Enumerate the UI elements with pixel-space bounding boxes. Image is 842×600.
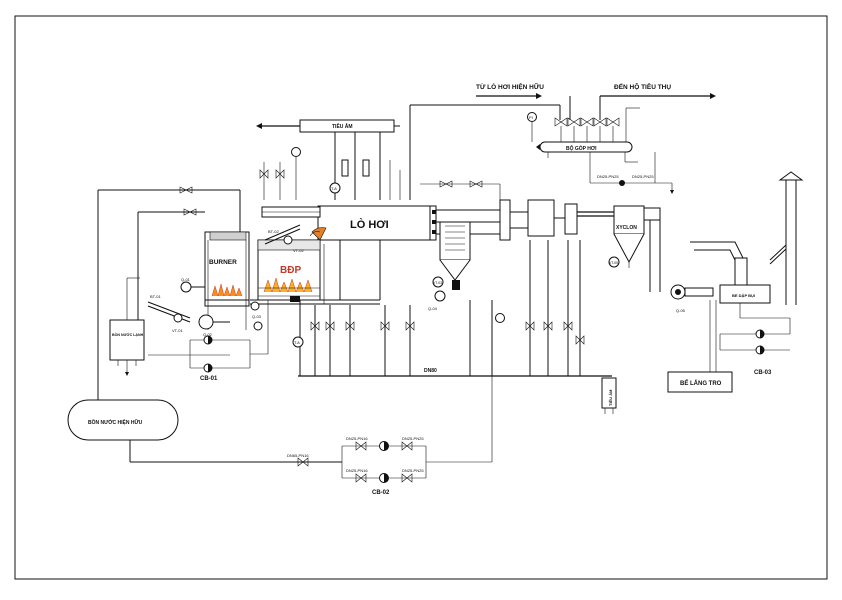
label-valve-dn25: DN25-PN16 bbox=[346, 468, 368, 473]
feeder-vt03-icon bbox=[432, 276, 444, 288]
label-valve-dn25: DN25-PN25 bbox=[632, 174, 654, 179]
label-from-existing-boiler: TỪ LÒ HƠI HIỆN HỮU bbox=[476, 82, 544, 91]
pressure-gauge: PI bbox=[527, 112, 537, 142]
label-q04: Q-04 bbox=[428, 306, 438, 311]
label-q05: Q-05 bbox=[676, 308, 686, 313]
feeder-area: BT-02 VT-02 Q-03 bbox=[250, 224, 304, 331]
steam-header: BỘ GÓP HƠI bbox=[536, 141, 638, 163]
induced-draft-fan: Q-05 bbox=[670, 284, 714, 313]
boiler: LÒ HƠI bbox=[261, 205, 500, 304]
ash-settling-tank: BỂ LẮNG TRO bbox=[667, 371, 733, 393]
bdp-firebox: BĐP bbox=[250, 239, 380, 305]
steam-lines-top: TỪ LÒ HƠI HIỆN HỮU ĐẾN HỘ TIÊU THỤ bbox=[409, 81, 716, 200]
label-ash-settling-tank: BỂ LẮNG TRO bbox=[680, 379, 722, 387]
label-existing-water-tank: BỒN NƯỚC HIỆN HỮU bbox=[88, 418, 143, 426]
fan-q02-icon bbox=[198, 314, 214, 330]
drawing-border bbox=[14, 15, 828, 580]
label-valve-dn25: DN25-PN25 bbox=[402, 436, 424, 441]
label-dn65: DN65-PN16 bbox=[287, 453, 309, 458]
label-q01: Q-01 bbox=[181, 277, 191, 282]
label-cb02: CB-02 bbox=[372, 490, 390, 496]
feed-water-loop bbox=[97, 186, 241, 400]
label-bt01: BT-01 bbox=[150, 294, 161, 299]
label-cb03: CB-03 bbox=[754, 370, 772, 376]
main-header: DN80 T.A bbox=[292, 240, 612, 377]
valve bbox=[606, 117, 620, 127]
temperature-indicator bbox=[292, 336, 304, 348]
label-cold-water-tank: BỒN NƯỚC LẠNH bbox=[112, 332, 144, 337]
valve bbox=[554, 117, 568, 127]
pump-set-cb01: CB-01 bbox=[148, 300, 269, 382]
burner-furnace: BURNER bbox=[204, 231, 250, 330]
valve bbox=[593, 117, 607, 127]
label-valve-dn25: DN25-PN25 bbox=[402, 468, 424, 473]
label-silencer-top: TIÊU ÂM bbox=[332, 122, 353, 130]
fan-q04-icon bbox=[434, 290, 446, 302]
feeder-vt05-icon bbox=[608, 256, 620, 268]
label-q02: Q-02 bbox=[203, 332, 213, 337]
label-silencer-right: TIÊU ÂM bbox=[608, 389, 613, 406]
pump-set-cb02: DN25-PN16 DN25-PN25 DN25-PN16 DN25-PN25 … bbox=[341, 376, 493, 496]
steam-header-valves bbox=[554, 107, 640, 142]
label-ta: T.A bbox=[331, 186, 337, 191]
feeder-vt01-icon bbox=[173, 313, 183, 323]
flue-gas-duct bbox=[420, 180, 615, 241]
label-burner: BURNER bbox=[209, 259, 237, 266]
label-valve-dn25: DN25-PN16 bbox=[346, 436, 368, 441]
label-q03: Q-03 bbox=[252, 314, 262, 319]
boiler-top-instruments: T.A bbox=[259, 147, 401, 200]
silencer-right: TIÊU ÂM bbox=[601, 377, 617, 414]
label-bt02: BT-02 bbox=[268, 229, 279, 234]
cold-water-tank: BỒN NƯỚC LẠNH bbox=[109, 277, 145, 376]
label-to-consumer: ĐẾN HỘ TIÊU THỤ bbox=[614, 81, 671, 91]
steam-trap-icon bbox=[619, 180, 625, 186]
label-vt03: VT-03 bbox=[433, 281, 442, 285]
wet-scrubber: BỂ DẬP BỤI bbox=[690, 171, 804, 305]
cyclone: XYCLON VT-05 bbox=[608, 205, 661, 292]
air-fan-area: Q-01 BT-01 VT-01 Q-02 bbox=[147, 277, 230, 337]
label-vt01: VT-01 bbox=[172, 328, 183, 333]
label-cyclone: XYCLON bbox=[616, 225, 637, 231]
drop-line-valves bbox=[310, 321, 585, 345]
label-bdp: BĐP bbox=[280, 265, 301, 276]
label-dn80: DN80 bbox=[424, 368, 437, 374]
label-steam-header: BỘ GÓP HƠI bbox=[566, 144, 597, 152]
fan-q01-icon bbox=[180, 281, 192, 293]
fan-q03-icon bbox=[250, 301, 260, 311]
label-valve-dn25: DN25-PN25 bbox=[597, 174, 619, 179]
temperature-indicator bbox=[329, 182, 341, 194]
pump-set-cb03: CB-03 bbox=[709, 300, 791, 376]
valve bbox=[567, 117, 581, 127]
label-ta: T.A bbox=[294, 340, 300, 345]
label-pi: PI bbox=[529, 115, 533, 120]
label-vt05: VT-05 bbox=[609, 261, 618, 265]
label-cb01: CB-01 bbox=[200, 376, 218, 382]
label-wet-scrubber: BỂ DẬP BỤI bbox=[732, 293, 755, 298]
existing-water-tank: BỒN NƯỚC HIỆN HỮU DN65-PN16 bbox=[67, 399, 342, 467]
economizer: Q-04 VT-03 bbox=[428, 221, 471, 311]
steam-trap-loop: DN25-PN25 DN25-PN25 bbox=[589, 152, 674, 194]
label-boiler: LÒ HƠI bbox=[350, 218, 389, 231]
boiler-duct bbox=[309, 227, 327, 241]
valve bbox=[580, 117, 594, 127]
label-vt02: VT-02 bbox=[293, 248, 304, 253]
silencer-top: TIÊU ÂM bbox=[256, 119, 400, 200]
